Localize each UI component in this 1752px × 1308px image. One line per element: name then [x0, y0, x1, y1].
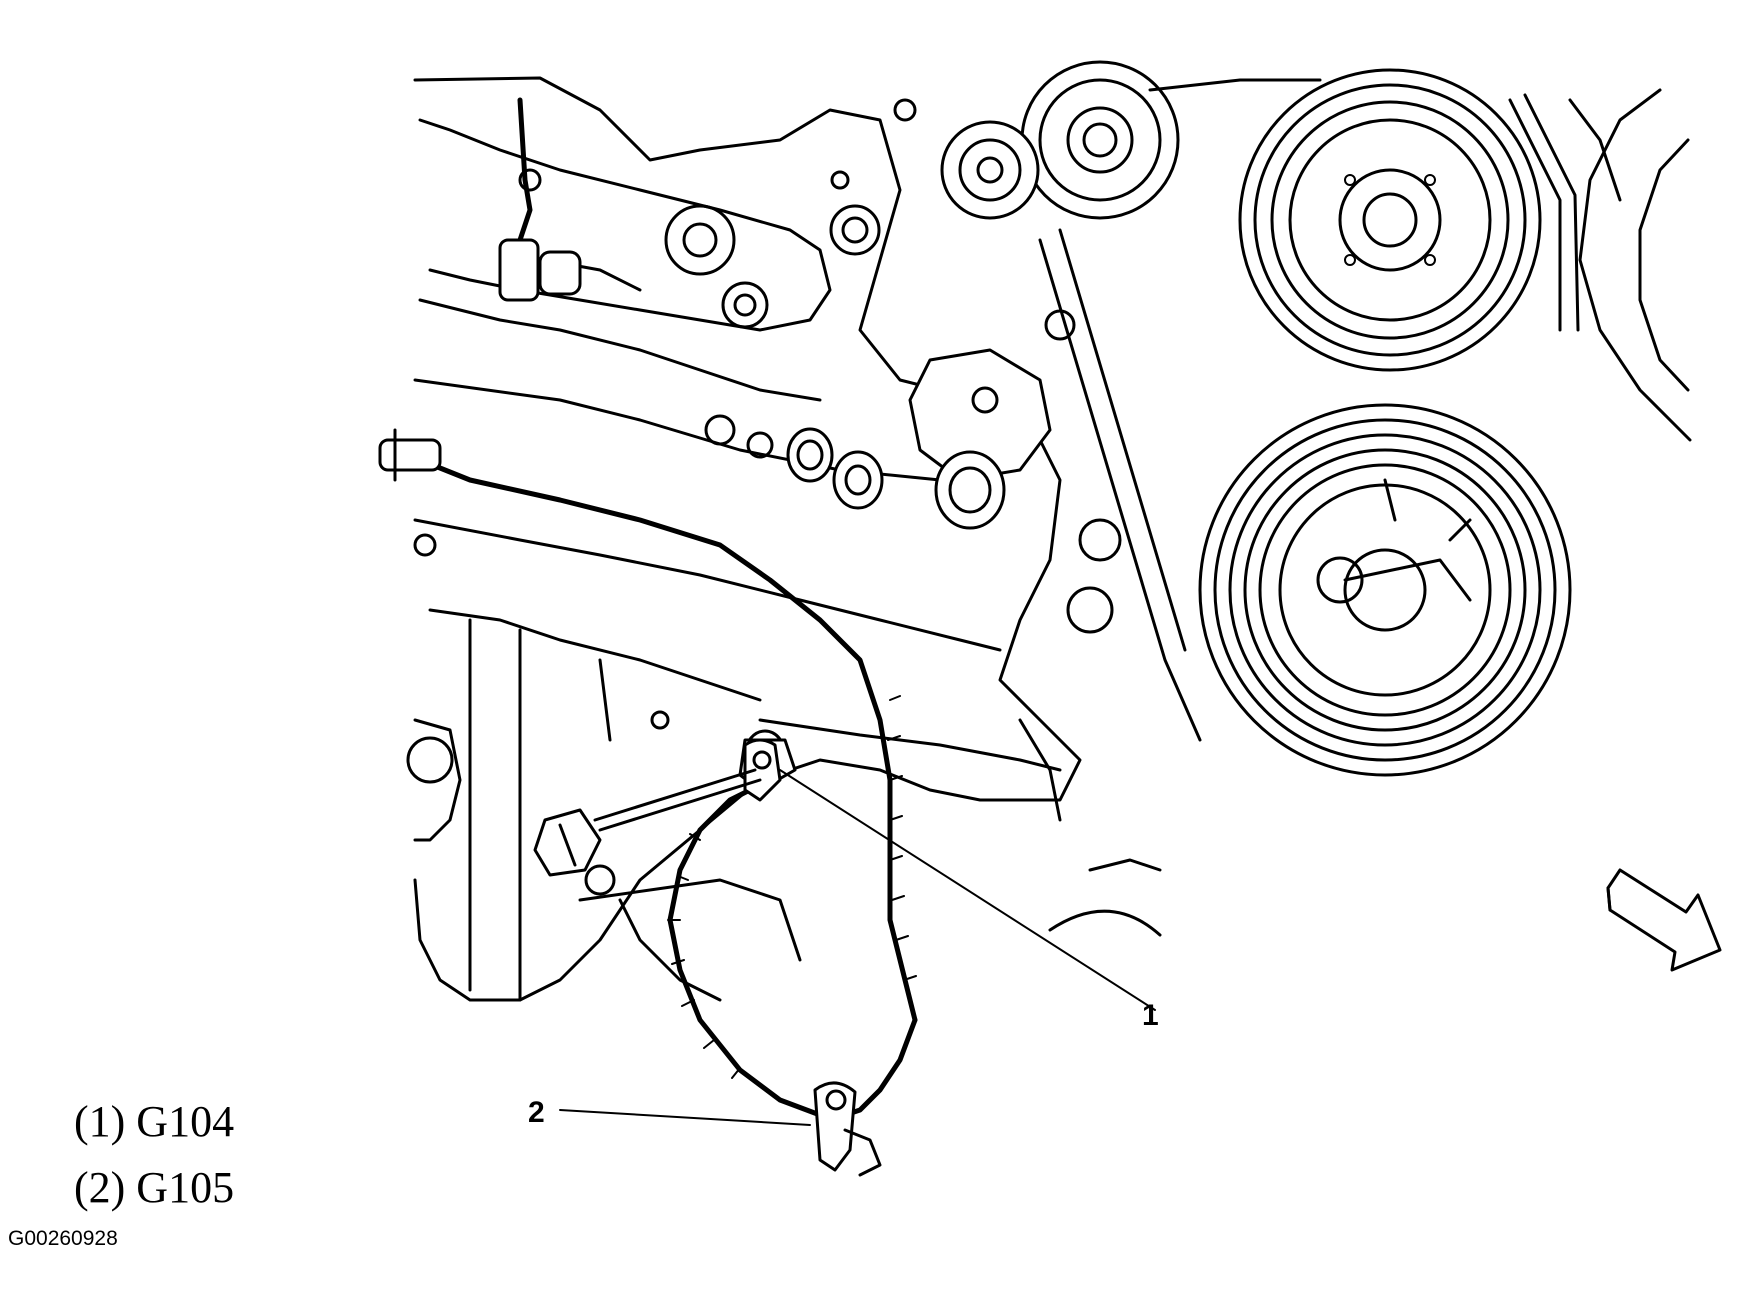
alternator-pulley [1568, 88, 1692, 442]
engine-block [406, 76, 1082, 1002]
legend-entry-g104: (1) G104 [74, 1097, 235, 1146]
legend-entry-g105: (2) G105 [74, 1163, 235, 1212]
callout-1-number: 1 [1142, 999, 1159, 1032]
callout-1-leader [779, 769, 1156, 1011]
drive-belt [1038, 78, 1580, 742]
figure-id: G00260928 [8, 1227, 118, 1250]
power-steering-pulley [1238, 68, 1542, 372]
callout-2-leader [559, 1109, 811, 1126]
crankshaft-pulley [1198, 403, 1572, 777]
ground-bolt [533, 808, 602, 877]
ground-harness [378, 428, 918, 1123]
callout-2-number: 2 [528, 1096, 545, 1129]
cylinder-head [418, 98, 917, 459]
ground-eyelet [593, 738, 782, 832]
tensioner-pulley [940, 120, 1040, 220]
thermostat-housing [786, 309, 1122, 634]
oil-pan [578, 710, 1162, 1002]
spark-plug-wire [498, 97, 642, 302]
direction-arrow-icon [1606, 868, 1722, 972]
g105-ground-location [813, 1081, 882, 1177]
idler-pulley-upper [1020, 60, 1180, 220]
